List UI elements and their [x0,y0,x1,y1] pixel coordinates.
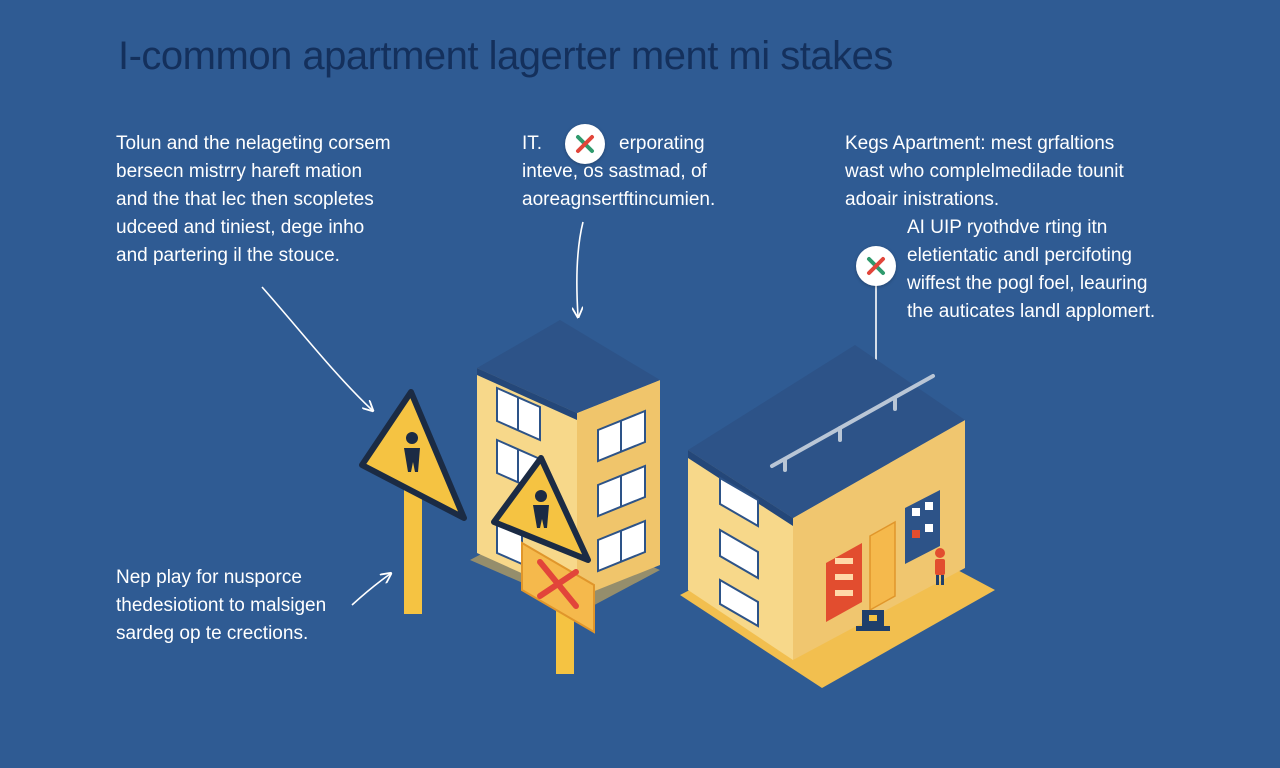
person-figure [935,548,945,585]
arrow-top-middle [577,221,584,316]
note-line: AI UIP ryothdve rting itn [907,217,1108,238]
note-top-right: Kegs Apartment: mest grfaltions wast who… [845,130,1124,214]
blue-cabinet [905,490,940,564]
tall-apartment-building [470,320,660,610]
note-line: adoair inistrations. [845,189,1000,210]
small-house-building [680,345,995,688]
note-bottom-left: Nep play for nusporce thedesiotiont to m… [116,564,326,648]
warning-person-icon [359,389,467,614]
note-line: and the that lec then scopletes [116,189,374,210]
note-line: and partering il the stouce. [116,245,340,266]
arrow-top-left [261,286,372,410]
note-line: udceed and tiniest, dege inho [116,217,365,238]
note-line: Kegs Apartment: mest grfaltions [845,133,1115,154]
page-title: I-common apartment lagerter ment mi stak… [118,34,893,78]
note-line: aoreagnsertftincumien. [522,189,716,210]
note-line: inteve, os sastmad, of [522,161,707,182]
x-mark-icon [856,246,896,286]
note-top-middle: IT. erporating inteve, os sastmad, of ao… [522,130,742,220]
note-prefix: IT. [522,133,543,154]
cross-sign-icon [521,541,595,674]
note-line: bersecn mistrry hareft mation [116,161,363,182]
house-door [869,520,896,612]
laptop-icon [856,610,890,631]
connector-arrows [261,221,876,606]
note-line: Nep play for nusporce [116,567,302,588]
note-line: wiffest the pogl foel, leauring [907,273,1148,294]
note-line: erporating [619,133,705,154]
note-line: thedesiotiont to malsigen [116,595,327,616]
arrow-bottom-left [351,574,390,606]
red-panel [826,543,862,622]
window-grid-right [597,409,646,573]
house-windows [719,476,759,628]
roof-rail [770,374,935,472]
x-mark-icon [565,124,605,164]
note-top-left: Tolun and the nelageting corsem bersecn … [116,130,391,270]
warning-person-icon-front [491,455,591,563]
note-line: eletientatic andl percifoting [907,245,1132,266]
note-middle-right: AI UIP ryothdve rting itn eletientatic a… [907,214,1155,326]
note-line: the auticates landl applomert. [907,301,1156,322]
note-line: wast who complelmedilade tounit [845,161,1124,182]
note-line: Tolun and the nelageting corsem [116,133,391,154]
note-line: sardeg op te crections. [116,623,309,644]
